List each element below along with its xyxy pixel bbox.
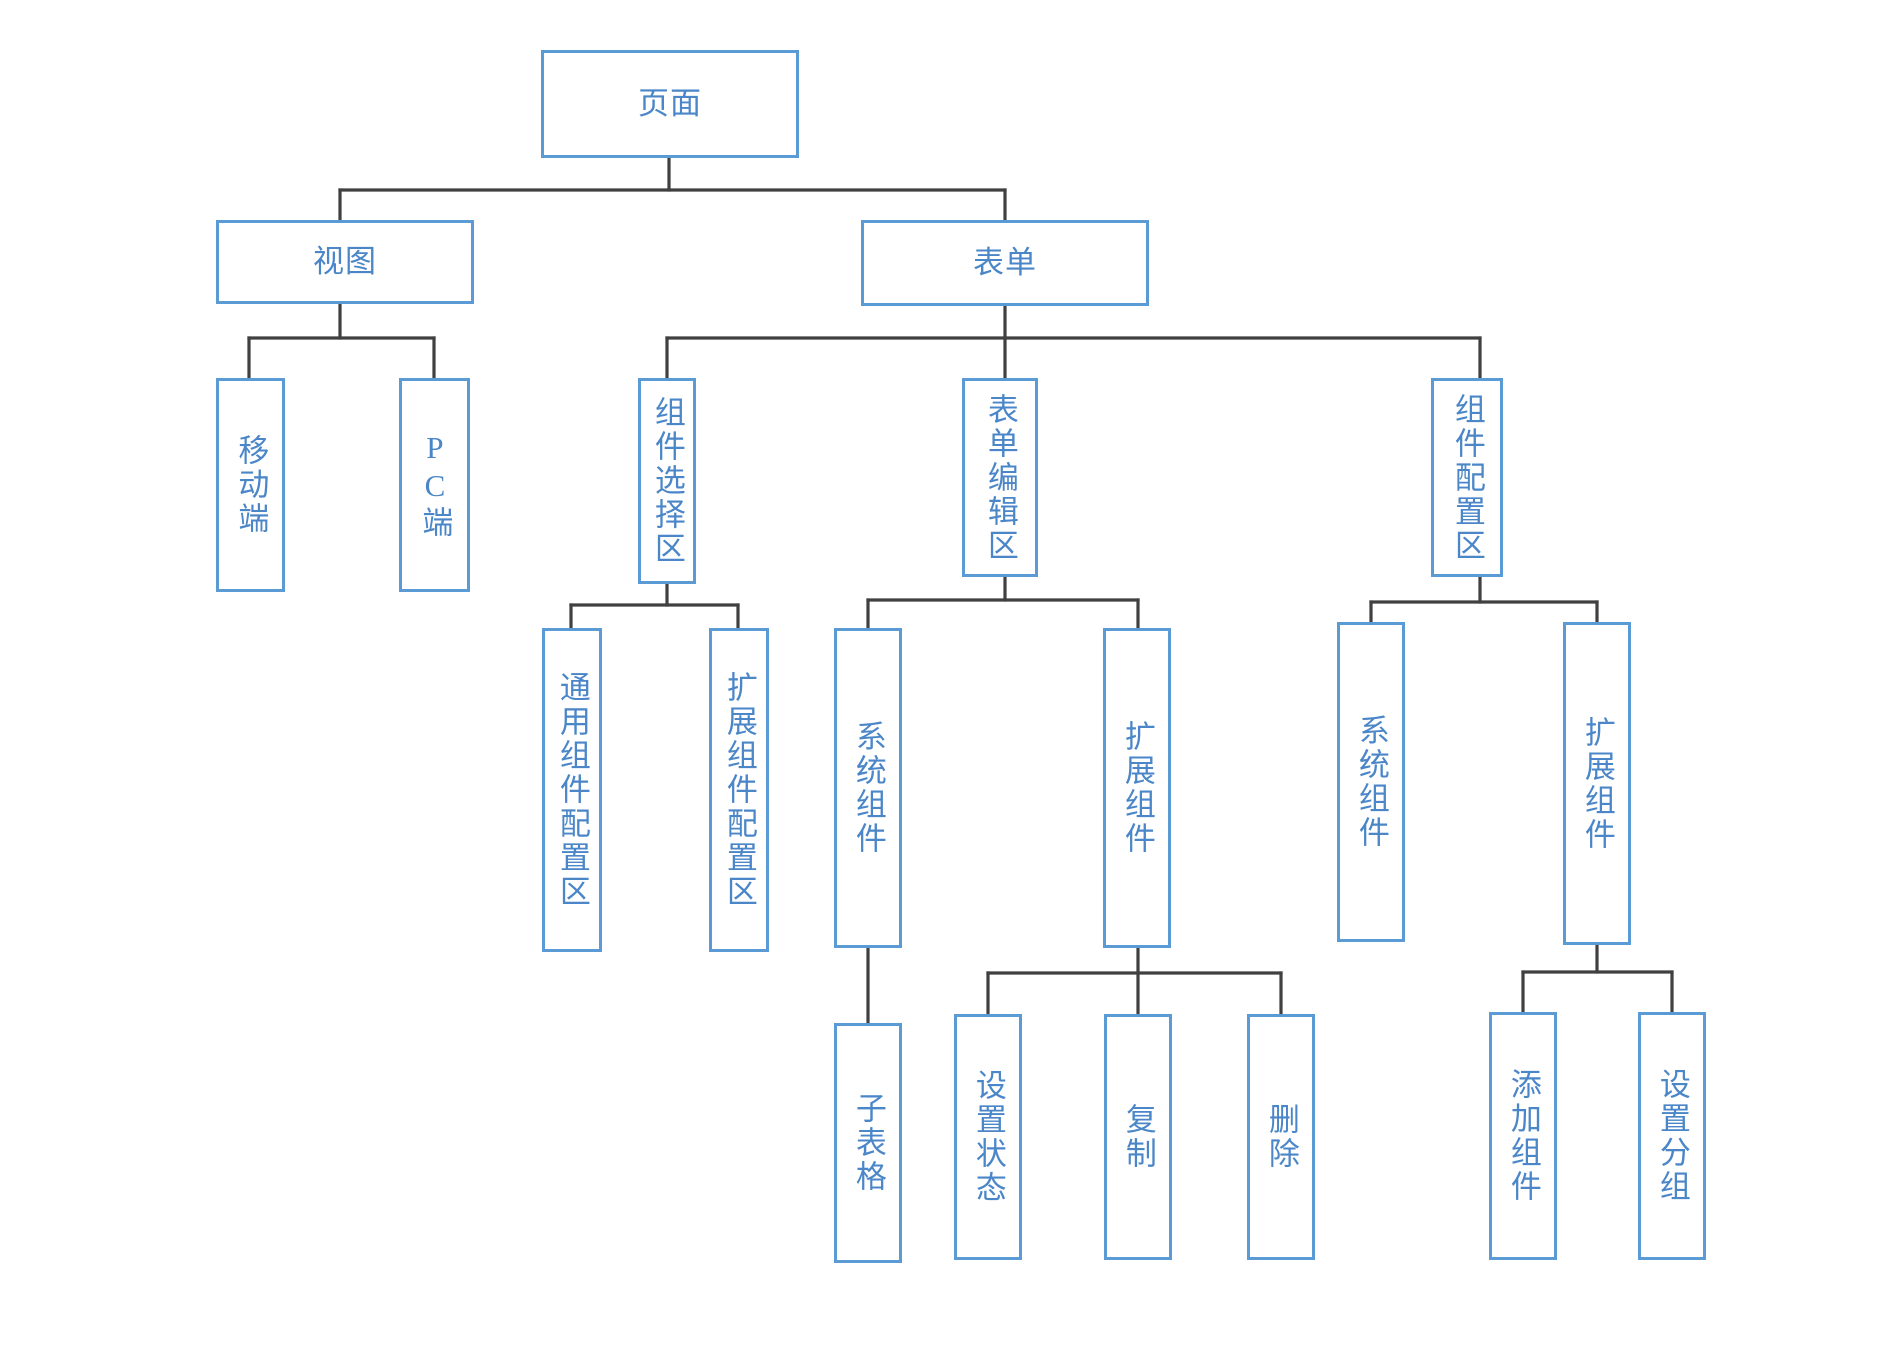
node-component-config-area-label: 组件配置区 <box>1449 392 1485 563</box>
node-system-component-edit[interactable]: 系统组件 <box>834 628 902 948</box>
node-system-component-edit-label: 系统组件 <box>850 720 886 856</box>
node-add-component[interactable]: 添加组件 <box>1489 1012 1557 1260</box>
node-common-component-config[interactable]: 通用组件配置区 <box>542 628 602 952</box>
node-delete[interactable]: 删除 <box>1247 1014 1315 1260</box>
node-add-component-label: 添加组件 <box>1505 1068 1541 1204</box>
node-set-group[interactable]: 设置分组 <box>1638 1012 1706 1260</box>
node-extend-component-config[interactable]: 扩展组件配置区 <box>709 628 769 952</box>
node-mobile[interactable]: 移动端 <box>216 378 285 592</box>
node-set-group-label: 设置分组 <box>1654 1068 1690 1204</box>
node-extend-component-config-label: 扩展组件配置区 <box>721 671 757 909</box>
node-pc-label: PC端 <box>417 430 453 540</box>
node-component-select-area[interactable]: 组件选择区 <box>638 378 696 584</box>
node-system-component-config[interactable]: 系统组件 <box>1337 622 1405 942</box>
node-form[interactable]: 表单 <box>861 220 1149 306</box>
node-form-edit-area-label: 表单编辑区 <box>982 392 1018 563</box>
node-set-status-label: 设置状态 <box>970 1069 1006 1205</box>
node-view[interactable]: 视图 <box>216 220 474 304</box>
node-pc[interactable]: PC端 <box>399 378 470 592</box>
node-set-status[interactable]: 设置状态 <box>954 1014 1022 1260</box>
node-sub-table-label: 子表格 <box>850 1092 886 1194</box>
node-extend-component-config2[interactable]: 扩展组件 <box>1563 622 1631 945</box>
node-form-edit-area[interactable]: 表单编辑区 <box>962 378 1038 577</box>
node-page[interactable]: 页面 <box>541 50 799 158</box>
node-copy[interactable]: 复制 <box>1104 1014 1172 1260</box>
node-common-component-config-label: 通用组件配置区 <box>554 671 590 909</box>
node-page-label: 页面 <box>638 86 702 122</box>
node-view-label: 视图 <box>313 244 377 280</box>
node-mobile-label: 移动端 <box>233 434 269 536</box>
node-copy-label: 复制 <box>1120 1103 1156 1171</box>
node-sub-table[interactable]: 子表格 <box>834 1023 902 1263</box>
node-delete-label: 删除 <box>1263 1103 1299 1171</box>
node-extend-component-edit-label: 扩展组件 <box>1119 720 1155 856</box>
node-extend-component-config2-label: 扩展组件 <box>1579 715 1615 852</box>
node-component-select-area-label: 组件选择区 <box>649 396 685 566</box>
node-system-component-config-label: 系统组件 <box>1353 714 1389 850</box>
node-form-label: 表单 <box>973 245 1037 281</box>
node-component-config-area[interactable]: 组件配置区 <box>1431 378 1503 577</box>
node-extend-component-edit[interactable]: 扩展组件 <box>1103 628 1171 948</box>
